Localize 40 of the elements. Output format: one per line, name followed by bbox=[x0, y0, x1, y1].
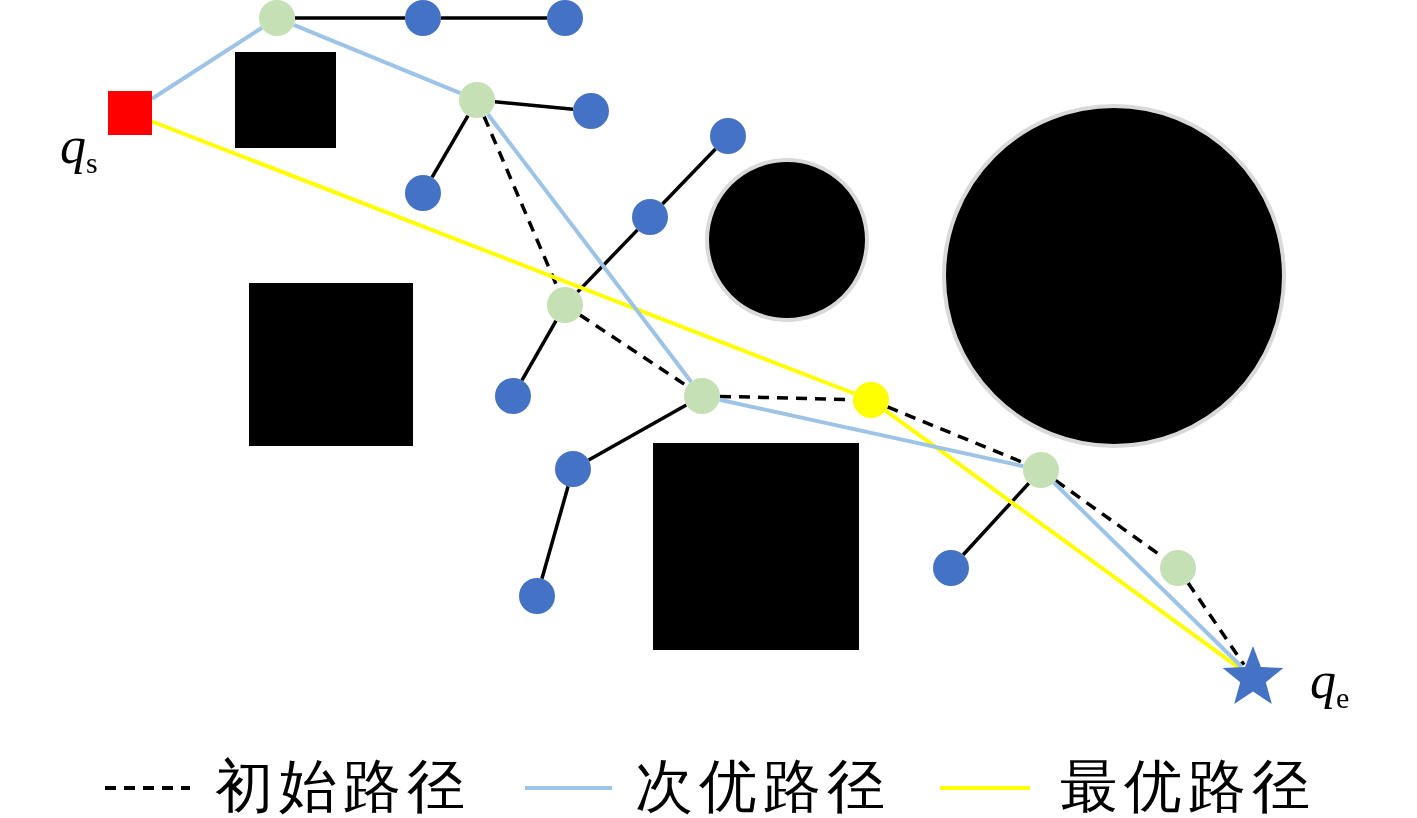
tree-branch bbox=[961, 482, 1031, 556]
start-square bbox=[108, 91, 152, 135]
tree-branch bbox=[494, 99, 574, 112]
legend-label: 次优路径 bbox=[635, 757, 891, 815]
tree-branch bbox=[587, 403, 688, 462]
path-line bbox=[292, 22, 462, 96]
path-line bbox=[486, 113, 693, 383]
tree-node bbox=[459, 82, 495, 118]
path-line bbox=[151, 119, 855, 396]
tree-node bbox=[547, 287, 583, 323]
tree-node bbox=[259, 0, 295, 36]
tree-branch bbox=[520, 319, 558, 382]
tree-node bbox=[519, 578, 555, 614]
tree-node bbox=[1023, 452, 1059, 488]
path-line bbox=[719, 397, 1024, 469]
tree-node bbox=[1160, 550, 1196, 586]
legend-label: 最优路径 bbox=[1060, 757, 1316, 815]
tree-node bbox=[710, 118, 746, 154]
tree-node bbox=[933, 550, 969, 586]
tree-node bbox=[495, 378, 531, 414]
tree-branch bbox=[540, 485, 570, 580]
tree-node bbox=[547, 0, 583, 36]
tree-node bbox=[632, 199, 668, 235]
tree-branch bbox=[576, 228, 639, 294]
tree-node bbox=[853, 382, 889, 418]
tree-node bbox=[405, 175, 441, 211]
tree-branch bbox=[430, 114, 470, 179]
path-line bbox=[1186, 581, 1246, 666]
tree-node bbox=[555, 451, 591, 487]
point-label: q$_{e}$ bbox=[1310, 655, 1350, 713]
tree-node bbox=[405, 0, 441, 36]
legend-label: 初始路径 bbox=[215, 757, 471, 815]
point-label: q$_{s}$ bbox=[60, 120, 98, 178]
path-line bbox=[1052, 481, 1243, 669]
tree-node bbox=[573, 93, 609, 129]
tree-branch bbox=[441, 16, 547, 20]
path-line bbox=[579, 313, 688, 388]
tree-branch bbox=[661, 147, 717, 206]
tree-node bbox=[684, 378, 720, 414]
tree-branch bbox=[295, 16, 405, 20]
